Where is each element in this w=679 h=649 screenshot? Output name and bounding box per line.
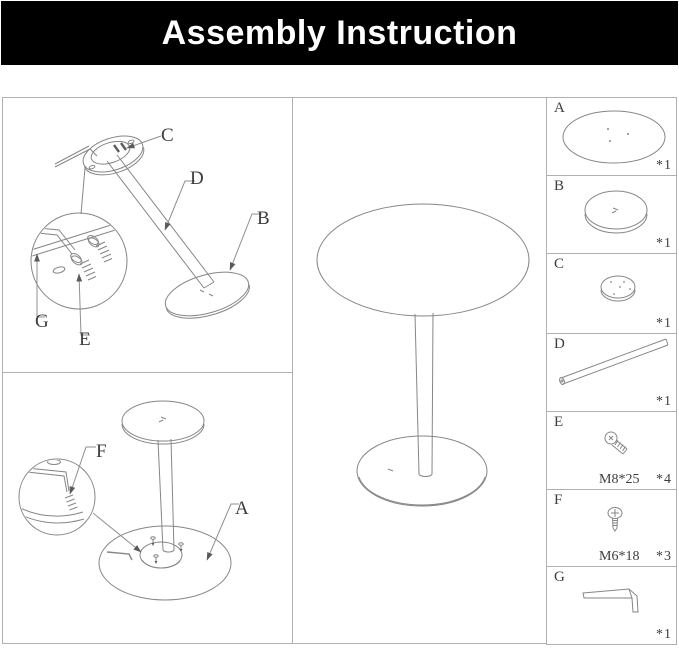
label-part-f: F bbox=[96, 441, 107, 462]
parts-row-a: A *1 bbox=[547, 98, 676, 176]
mounting-plate-icon bbox=[600, 275, 636, 302]
part-quantity: *3 bbox=[656, 549, 672, 564]
detail-circle-drawing bbox=[30, 167, 128, 310]
part-spec: M6*18 bbox=[599, 549, 640, 564]
exploded-view-drawing bbox=[30, 135, 262, 336]
allen-key-icon bbox=[582, 588, 639, 613]
part-letter: E bbox=[554, 414, 564, 430]
screw-icon bbox=[607, 507, 623, 532]
leader-lines bbox=[34, 135, 262, 336]
parts-row-d: D *1 bbox=[547, 334, 676, 412]
part-letter: A bbox=[554, 100, 565, 116]
column-drawing bbox=[414, 312, 434, 475]
part-quantity: *1 bbox=[656, 158, 672, 173]
base-screws-drawing bbox=[150, 536, 184, 564]
parts-row-f: F M6*18 *3 bbox=[547, 490, 676, 567]
part-quantity: *4 bbox=[656, 472, 672, 487]
inverted-view-drawing bbox=[18, 400, 239, 601]
page-title: Assembly Instruction bbox=[161, 13, 518, 52]
label-part-c: C bbox=[161, 125, 174, 146]
assembled-table-drawing bbox=[316, 203, 530, 507]
part-quantity: *1 bbox=[656, 394, 672, 409]
part-letter: D bbox=[554, 336, 565, 352]
header-banner: Assembly Instruction bbox=[1, 1, 678, 65]
part-quantity: *1 bbox=[656, 236, 672, 251]
parts-row-e: E M8*25 *4 bbox=[547, 412, 676, 490]
panel-exploded-view: C D B G E bbox=[2, 97, 293, 373]
base-drawing bbox=[356, 435, 488, 507]
label-part-e: E bbox=[79, 329, 91, 350]
parts-row-b: B *1 bbox=[547, 176, 676, 254]
parts-list: A *1 B *1 bbox=[546, 97, 677, 645]
tabletop-disc-icon bbox=[562, 110, 666, 164]
base-disc-drawing bbox=[164, 271, 250, 319]
leader-lines bbox=[69, 446, 239, 561]
part-quantity: *1 bbox=[656, 627, 672, 642]
base-plate-disc-icon bbox=[584, 190, 648, 234]
column-pole-drawing bbox=[106, 154, 215, 289]
label-part-b: B bbox=[257, 208, 270, 229]
part-letter: F bbox=[554, 492, 563, 508]
parts-row-c: C *1 bbox=[547, 254, 676, 334]
part-spec: M8*25 bbox=[599, 472, 640, 487]
panel-assembled-view bbox=[292, 97, 547, 644]
part-quantity: *1 bbox=[656, 316, 672, 331]
panel-inverted-view: F A bbox=[2, 372, 293, 644]
part-letter: B bbox=[554, 178, 565, 194]
label-part-g: G bbox=[35, 311, 49, 332]
label-part-d: D bbox=[190, 168, 204, 189]
tabletop-drawing bbox=[316, 203, 530, 317]
inverted-assembly-drawing bbox=[18, 400, 232, 601]
column-pole-icon bbox=[559, 338, 669, 385]
mounting-plate-drawing bbox=[54, 135, 145, 176]
parts-row-g: G *1 bbox=[547, 567, 676, 644]
part-letter: C bbox=[554, 256, 565, 272]
bolt-icon bbox=[604, 431, 628, 455]
label-part-a: A bbox=[235, 498, 249, 519]
part-letter: G bbox=[554, 569, 565, 585]
